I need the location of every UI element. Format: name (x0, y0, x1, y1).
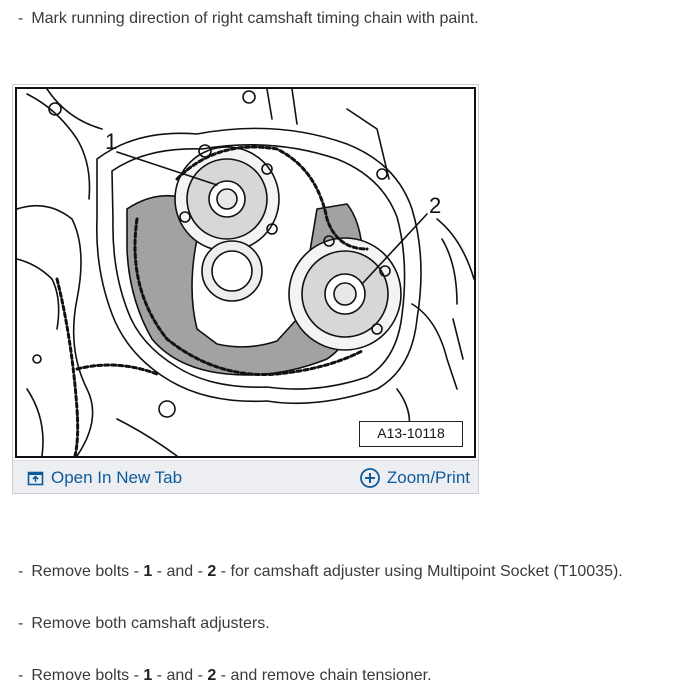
step-mark-chain-direction: -Mark running direction of right camshaf… (18, 9, 479, 29)
callout-label-1: 1 (105, 129, 118, 154)
bolt-ref-2: 2 (207, 667, 217, 684)
open-in-new-tab-icon (27, 471, 44, 486)
zoom-print-label: Zoom/Print (386, 468, 470, 487)
step-text-mid: - and - (152, 563, 208, 580)
step-text-post: - for camshaft adjuster using Multipoint… (216, 563, 623, 580)
step-dash: - (18, 615, 24, 632)
figure-card: 1 2 A13-10118 Open In New Tab Zoom/Print (12, 84, 479, 494)
zoom-print-button[interactable]: Zoom/Print (359, 466, 470, 490)
bolt-ref-1: 1 (143, 667, 153, 684)
engine-illustration: 1 2 A13-10118 (15, 87, 476, 458)
figure-toolbar: Open In New Tab Zoom/Print (13, 460, 478, 493)
step-remove-adjuster-bolts: -Remove bolts - 1 - and - 2 - for camsha… (18, 562, 623, 582)
open-in-new-tab-label: Open In New Tab (51, 468, 183, 487)
step-remove-adjusters: -Remove both camshaft adjusters. (18, 614, 270, 634)
camshaft-drawing (17, 89, 474, 456)
step-dash: - (18, 10, 24, 27)
step-remove-tensioner: -Remove bolts - 1 - and - 2 - and remove… (18, 666, 432, 686)
step-text: Mark running direction of right camshaft… (31, 10, 479, 27)
step-dash: - (18, 563, 24, 580)
step-text-pre: Remove bolts - (31, 667, 144, 684)
step-text-mid: - and - (152, 667, 208, 684)
step-text: Remove both camshaft adjusters. (31, 615, 270, 632)
bolt-ref-2: 2 (207, 563, 217, 580)
callout-label-2: 2 (429, 193, 442, 218)
step-dash: - (18, 667, 24, 684)
zoom-plus-icon (359, 468, 380, 488)
step-text-pre: Remove bolts - (31, 563, 144, 580)
bolt-ref-1: 1 (143, 563, 153, 580)
open-in-new-tab-button[interactable]: Open In New Tab (27, 466, 182, 490)
figure-id-label: A13-10118 (359, 421, 463, 447)
step-text-post: - and remove chain tensioner. (216, 667, 432, 684)
